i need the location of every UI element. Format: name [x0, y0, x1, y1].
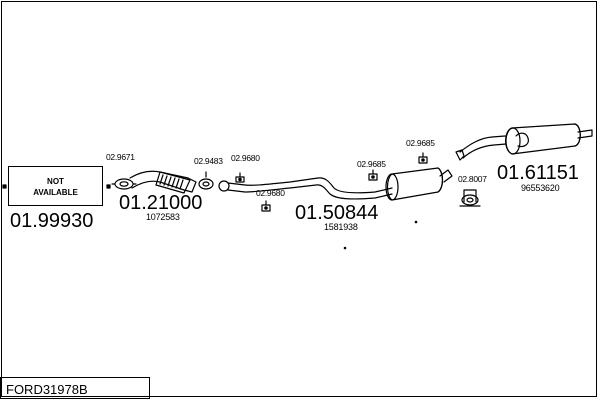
group-code-2: 01.21000 — [119, 192, 203, 214]
not-available-label: NOT AVAILABLE — [33, 177, 78, 197]
group-ref-4: 96553620 — [521, 183, 560, 193]
clamp-9685-right-icon — [418, 152, 428, 164]
right-marker — [106, 184, 111, 189]
clamp-9685-middle-icon — [368, 169, 378, 181]
group-code-4: 01.61151 — [497, 162, 579, 184]
rear-silencer-icon — [455, 123, 593, 161]
group-ref-3: 1581938 — [324, 222, 358, 232]
group-code-3: 01.50844 — [295, 202, 379, 224]
diagram-code-box: FORD31978B — [0, 377, 150, 399]
part-label-9685-middle: 02.9685 — [357, 159, 386, 169]
clamp-9680-lower-icon — [261, 200, 271, 212]
group-ref-2: 1072583 — [146, 212, 180, 222]
diagram-code: FORD31978B — [6, 382, 88, 397]
group-code-1: 01.99930 — [10, 210, 94, 232]
part-label-9680-lower: 02.9680 — [256, 188, 285, 198]
left-marker — [2, 184, 7, 189]
centre-silencer-icon — [385, 167, 453, 201]
gasket-9483-icon — [198, 171, 214, 190]
middle-pipe-icon — [218, 177, 393, 200]
part-label-9483: 02.9483 — [194, 156, 223, 166]
clamp-9680-top-icon — [235, 172, 245, 183]
part-label-8007: 02.8007 — [458, 174, 487, 184]
rubber-mount-icon — [459, 189, 481, 207]
front-pipe-icon — [129, 170, 197, 194]
gasket-9671-icon — [111, 178, 137, 190]
part-label-9680-top: 02.9680 — [231, 153, 260, 163]
not-available-box: NOT AVAILABLE — [8, 166, 103, 206]
part-label-9671: 02.9671 — [106, 152, 135, 162]
part-label-9685-right: 02.9685 — [406, 138, 435, 148]
